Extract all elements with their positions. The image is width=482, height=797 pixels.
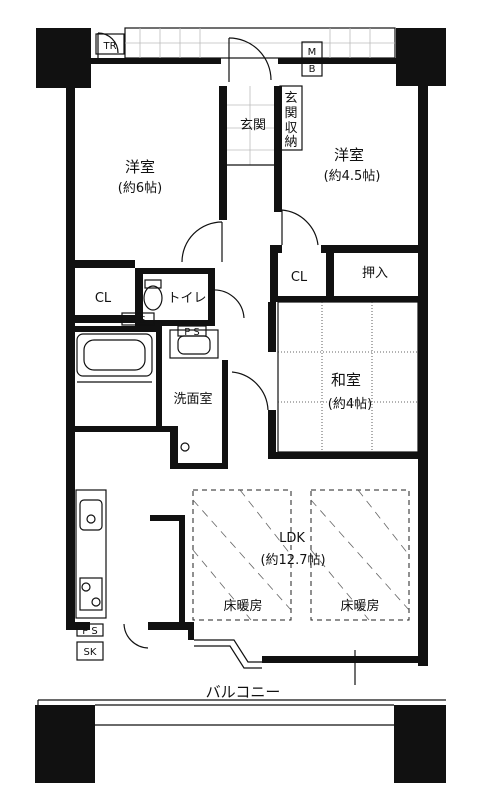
column-top-left — [36, 28, 91, 88]
trunk-room-box — [95, 33, 125, 55]
door-swings — [97, 32, 319, 649]
room-label-western-2: 洋室 — [334, 146, 364, 164]
bay-window — [194, 639, 262, 669]
entrance-storage-box — [279, 41, 323, 151]
interior-walls — [66, 86, 418, 622]
entrance-storage-char-1: 玄 — [284, 91, 297, 106]
room-label-balcony: バルコニー — [206, 683, 281, 701]
room-size-japanese: (約4帖) — [328, 397, 372, 412]
floor-heating-label-2: 床暖房 — [340, 598, 379, 614]
balcony-railing — [37, 699, 446, 726]
outer-walls — [66, 58, 428, 666]
pipe-space-box-1 — [121, 312, 155, 326]
room-label-washroom: 洗面室 — [173, 391, 212, 407]
fixture-label-meter-m: M — [308, 47, 317, 58]
room-label-closet-right: CL — [291, 270, 308, 285]
shoe-storage-box — [76, 641, 104, 661]
tatami-mats — [277, 301, 419, 453]
room-label-entrance: 玄関 — [240, 118, 266, 133]
floor-heating-zones — [192, 489, 410, 621]
entrance-storage-char-2: 関 — [284, 106, 297, 121]
fixture-label-pipe-space-2: P S — [184, 327, 200, 338]
room-size-western-2: (約4.5帖) — [324, 169, 381, 184]
room-size-ldk: (約12.7帖) — [260, 553, 325, 568]
fixture-label-shoe-storage: SK — [84, 647, 97, 658]
bathtub — [76, 333, 153, 383]
fixture-label-trunk-room: TR — [102, 41, 116, 52]
entrance-storage-char-4: 納 — [284, 135, 297, 150]
entrance-tiles — [227, 86, 274, 166]
fixture-label-pipe-space-1: P S — [130, 315, 146, 326]
toilet-fixture — [143, 279, 163, 311]
column-bottom-right — [394, 705, 446, 783]
kitchen-counter — [75, 489, 107, 619]
window-marks — [262, 650, 418, 685]
pipe-space-box-3 — [76, 623, 104, 637]
room-label-oshiire: 押入 — [362, 266, 388, 281]
fixture-label-pipe-space-3: P S — [82, 626, 98, 637]
column-bottom-left — [35, 705, 95, 783]
room-label-toilet: トイレ — [167, 291, 206, 306]
floor-heating-label-1: 床暖房 — [223, 598, 262, 614]
room-label-japanese: 和室 — [331, 371, 361, 389]
fixture-label-meter-b: B — [309, 64, 316, 75]
room-label-western-1: 洋室 — [125, 158, 155, 176]
pipe-space-box-2 — [177, 325, 207, 337]
room-label-ldk: LDK — [279, 531, 305, 546]
room-size-western-1: (約6帖) — [118, 181, 162, 196]
entrance-storage-char-3: 収 — [284, 121, 297, 136]
room-label-closet-left: CL — [95, 291, 112, 306]
top-balcony-tiles — [124, 27, 396, 59]
column-top-right — [396, 28, 446, 86]
